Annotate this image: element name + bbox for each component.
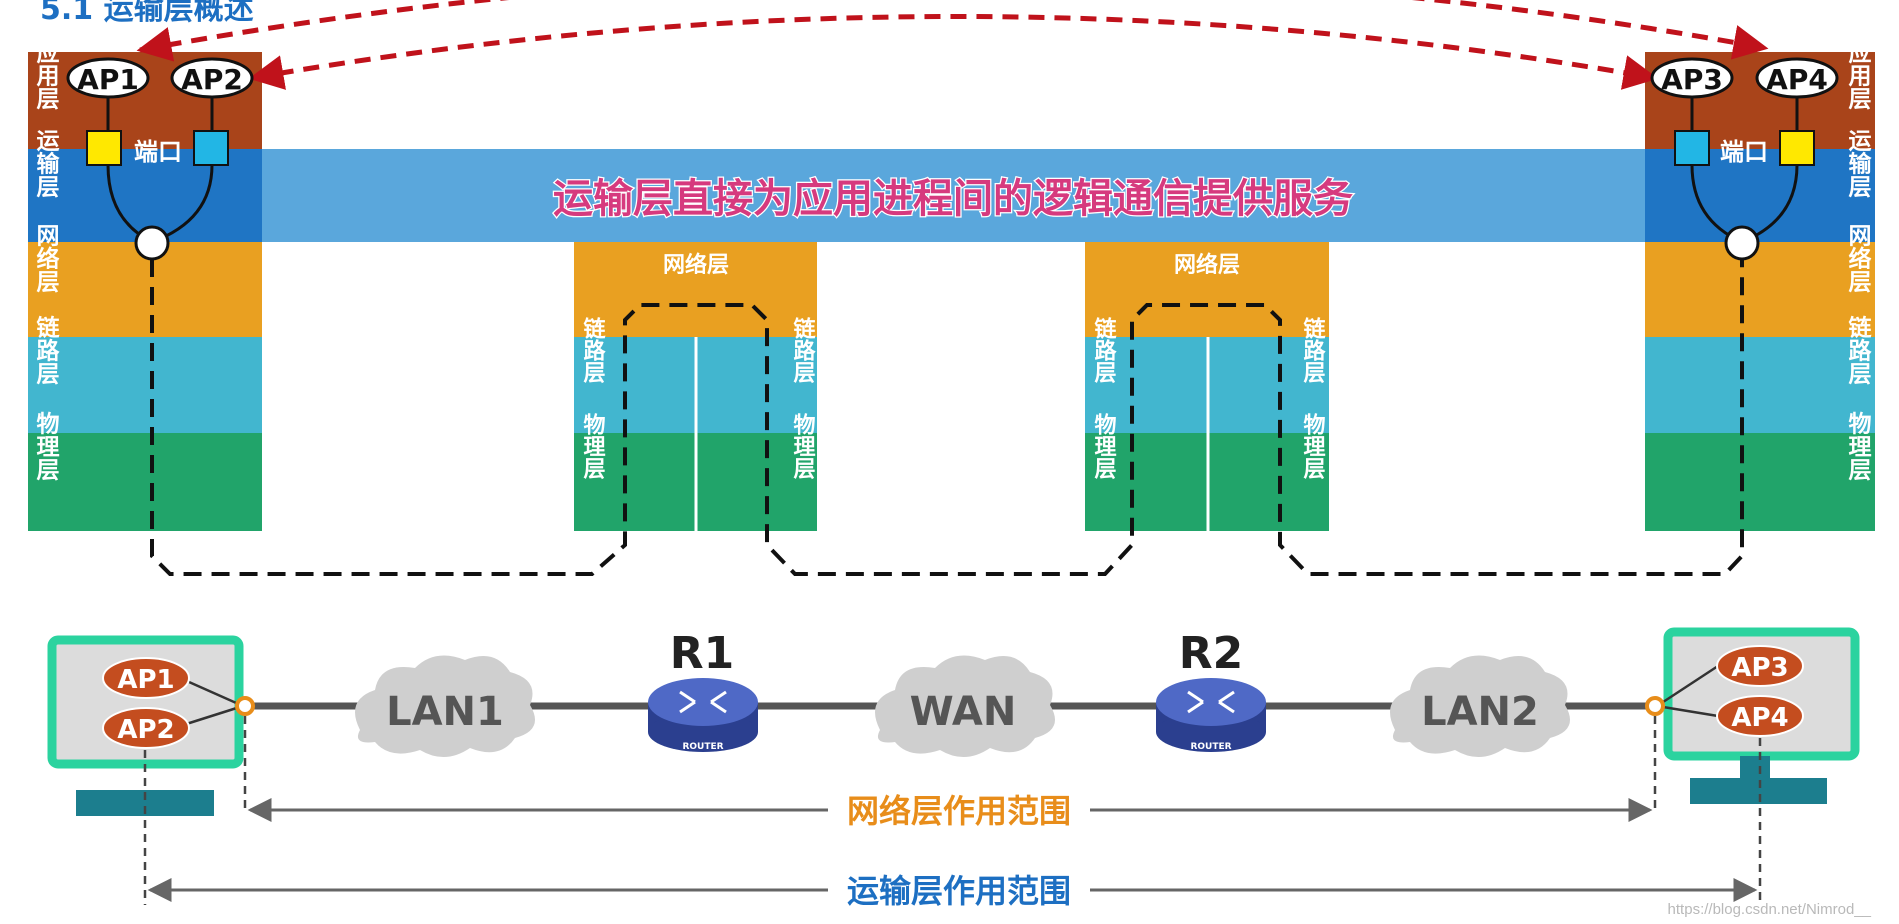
left-app2-badge — [102, 707, 190, 749]
right-app3-badge — [1716, 645, 1804, 687]
right-monitor-base — [1690, 778, 1827, 804]
r2-network-layer — [1085, 242, 1329, 337]
router-r1: R1 ROUTER — [648, 628, 758, 752]
left-process-tree: AP1 AP2 端口 — [66, 57, 254, 261]
router-r2-arrows-icon — [1187, 690, 1235, 714]
page-title: 5.1 运输层概述 — [40, 0, 254, 27]
left-computer: AP1 AP2 — [47, 635, 255, 816]
right-port-ap3 — [1674, 130, 1710, 166]
cloud-wan-label: WAN — [910, 689, 1017, 735]
r2-network-label: 网络层 — [1174, 252, 1240, 278]
right-layer-label-physical: 物理层 — [1844, 411, 1872, 482]
left-port-ap2 — [193, 130, 229, 166]
router-r1-top — [648, 678, 758, 726]
left-app2-badge-label: AP2 — [117, 715, 174, 745]
right-ap4-oval — [1755, 57, 1839, 99]
left-link-layer — [28, 337, 262, 433]
right-link-layer — [1645, 337, 1875, 433]
cloud-lan2: LAN2 — [1390, 655, 1570, 758]
right-network-layer — [1645, 242, 1875, 337]
right-app4-badge — [1716, 695, 1804, 737]
right-host-stack: 应用层 运输层 网络层 链路层 物理层 — [1645, 40, 1875, 531]
right-app3-conn — [1656, 664, 1719, 708]
right-process-tree: AP3 AP4 端口 — [1650, 57, 1839, 261]
data-path — [150, 259, 1744, 576]
router-r2-top — [1156, 678, 1266, 726]
r2-physical-label-left: 物理层 — [1091, 412, 1117, 480]
left-layer-label-link: 链路层 — [32, 315, 60, 386]
router-r1-stack: 网络层 链路层 链路层 物理层 物理层 — [574, 242, 817, 531]
left-ap1-oval — [66, 57, 150, 99]
network-scope-label: 网络层作用范围 — [847, 792, 1071, 830]
transport-banner — [262, 149, 1645, 242]
right-port-label: 端口 — [1720, 138, 1768, 166]
left-app1-badge — [102, 657, 190, 699]
router-r2-badge: ROUTER — [1190, 742, 1231, 752]
router-r2-label: R2 — [1179, 628, 1244, 679]
cloud-lan1: LAN1 — [355, 655, 535, 758]
left-app1-badge-label: AP1 — [117, 665, 174, 695]
logical-link-ap1-ap4 — [136, 0, 1769, 62]
r1-physical-label-left: 物理层 — [580, 412, 606, 480]
cloud-lan1-shape — [355, 655, 535, 758]
r2-physical-label-right: 物理层 — [1300, 412, 1326, 480]
r1-physical-label-right: 物理层 — [790, 412, 816, 480]
left-app1-conn — [179, 676, 244, 708]
right-ap3-oval — [1650, 57, 1734, 99]
left-host-stack: 应用层 运输层 网络层 链路层 物理层 — [28, 40, 262, 531]
right-app4-badge-label: AP4 — [1731, 703, 1788, 733]
right-layer-label-app: 应用层 — [1844, 40, 1872, 111]
right-port-ap4 — [1779, 130, 1815, 166]
r2-link-label-right: 链路层 — [1300, 316, 1326, 384]
cloud-lan2-shape — [1390, 655, 1570, 758]
right-ap3-label: AP3 — [1661, 63, 1723, 96]
router-r1-badge: ROUTER — [682, 742, 723, 752]
right-computer: AP3 AP4 — [1645, 627, 1860, 804]
right-physical-layer — [1645, 433, 1875, 531]
left-ap2-oval — [170, 57, 254, 99]
left-layer-label-transport: 运输层 — [32, 129, 60, 199]
logical-link-ap2-ap3 — [248, 14, 1659, 90]
r1-network-layer — [574, 242, 817, 337]
cloud-wan-shape — [875, 655, 1055, 758]
left-layer-label-network: 网络层 — [32, 224, 60, 294]
cloud-lan2-label: LAN2 — [1421, 689, 1539, 735]
transport-scope-label: 运输层作用范围 — [847, 872, 1071, 910]
router-r2: R2 ROUTER — [1156, 628, 1266, 752]
right-layer-label-link: 链路层 — [1844, 315, 1872, 386]
right-transport-endpoint — [1724, 225, 1760, 261]
r1-network-label: 网络层 — [663, 252, 729, 278]
left-app2-conn — [179, 704, 244, 728]
r1-link-label-right: 链路层 — [790, 316, 816, 384]
left-layer-label-app: 应用层 — [32, 40, 60, 111]
transport-banner-text: 运输层直接为应用进程间的逻辑通信提供服务 — [553, 176, 1353, 222]
router-r1-arrows-icon — [679, 690, 727, 714]
router-r2-stack: 网络层 链路层 链路层 物理层 物理层 — [1085, 242, 1329, 531]
right-layer-label-transport: 运输层 — [1844, 129, 1872, 199]
cloud-lan1-label: LAN1 — [386, 689, 504, 735]
right-app4-conn — [1656, 704, 1719, 718]
right-layer-label-network: 网络层 — [1844, 224, 1872, 294]
left-port-label: 端口 — [134, 138, 182, 166]
right-app3-badge-label: AP3 — [1731, 653, 1788, 683]
r2-link-label-left: 链路层 — [1091, 316, 1117, 384]
right-ap4-label: AP4 — [1766, 63, 1828, 96]
left-physical-layer — [28, 433, 262, 531]
cloud-wan: WAN — [875, 655, 1055, 758]
left-ap2-label: AP2 — [181, 63, 243, 96]
left-host-port — [235, 696, 255, 716]
left-layer-label-physical: 物理层 — [32, 411, 60, 482]
left-port-ap1 — [86, 130, 122, 166]
left-transport-endpoint — [134, 225, 170, 261]
right-host-port — [1645, 696, 1665, 716]
right-monitor-neck — [1740, 756, 1770, 780]
left-ap1-label: AP1 — [77, 63, 139, 96]
router-r1-label: R1 — [670, 628, 735, 679]
watermark: https://blog.csdn.net/Nimrod__ — [1667, 901, 1871, 918]
r1-link-label-left: 链路层 — [580, 316, 606, 384]
